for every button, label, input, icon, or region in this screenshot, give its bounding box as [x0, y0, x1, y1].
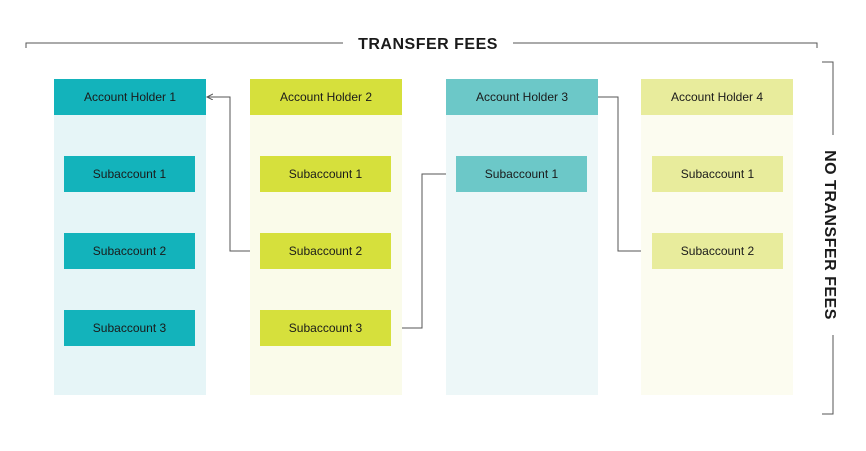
holder1-subaccount-1: Subaccount 1	[64, 156, 195, 192]
holder2-subaccount-1: Subaccount 1	[260, 156, 391, 192]
holder3-column	[446, 79, 598, 395]
account-holder-4: Account Holder 4	[641, 79, 793, 115]
transfer-fees-title: TRANSFER FEES	[343, 34, 513, 56]
holder2-subaccount-3: Subaccount 3	[260, 310, 391, 346]
arrow-h2s3-to-h3s1	[390, 174, 456, 329]
holder3-subaccount-1: Subaccount 1	[456, 156, 587, 192]
account-holder-1: Account Holder 1	[54, 79, 206, 115]
holder4-subaccount-1: Subaccount 1	[652, 156, 783, 192]
holder4-subaccount-2: Subaccount 2	[652, 233, 783, 269]
holder2-subaccount-2: Subaccount 2	[260, 233, 391, 269]
account-holder-2: Account Holder 2	[250, 79, 402, 115]
holder1-subaccount-2: Subaccount 2	[64, 233, 195, 269]
arrow-h2s2-to-h1	[207, 97, 260, 252]
account-holder-3: Account Holder 3	[446, 79, 598, 115]
no-transfer-fees-title: NO TRANSFER FEES	[818, 135, 840, 335]
holder1-subaccount-3: Subaccount 3	[64, 310, 195, 346]
arrow-h3-to-h4s2	[598, 96, 652, 251]
